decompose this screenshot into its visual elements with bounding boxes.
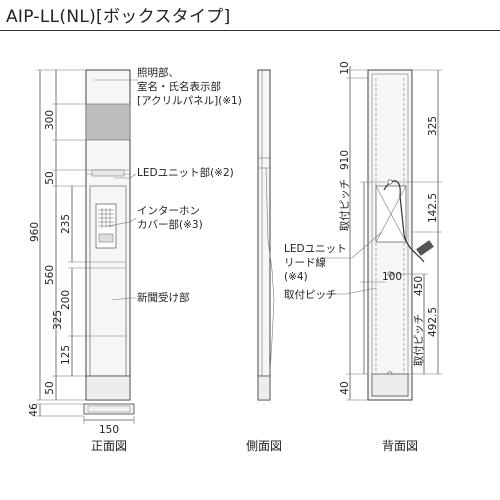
title-underline (0, 30, 500, 31)
side-pole-body (257, 69, 271, 401)
dim-235: 235 (60, 214, 72, 234)
callout-led-wire-3: (※4) (284, 271, 308, 283)
dim-492-5: 492.5 (427, 307, 439, 337)
callout-intercom-1: インターホン (137, 205, 200, 217)
caption-back: 背面図 (382, 439, 418, 453)
dim-100: 100 (382, 271, 402, 283)
front-led-unit (91, 169, 125, 177)
dim-325-back: 325 (427, 116, 439, 136)
caption-side: 側面図 (246, 439, 282, 453)
callout-led-wire-1: LEDユニット (284, 243, 347, 255)
callout-led-wire-2: リード線 (284, 256, 326, 269)
callout-led-unit: LEDユニット部(※2) (137, 166, 234, 179)
dim-142-5: 142.5 (427, 193, 439, 223)
front-view: 960 300 50 235 560 200 325 125 50 46 150… (28, 66, 242, 453)
vertical-label-pitch-1: 取付ピッチ (338, 179, 351, 232)
dim-450: 450 (413, 276, 425, 296)
dim-50-bottom: 50 (44, 381, 56, 394)
dim-200: 200 (60, 290, 72, 310)
front-base (85, 375, 131, 401)
dim-150: 150 (99, 424, 119, 436)
front-plan-view (83, 403, 135, 415)
callout-intercom-2: カバー部(※3) (137, 218, 203, 231)
front-acrylic-panel (85, 103, 131, 141)
page-title: AIP-LL(NL)[ボックスタイプ] (6, 7, 231, 27)
callout-name-plate-3: [アクリルパネル](※1) (137, 95, 242, 107)
dim-40: 40 (339, 381, 351, 394)
dim-50-top: 50 (44, 171, 56, 184)
callout-newspaper: 新聞受け部 (137, 291, 190, 304)
dim-910: 910 (339, 150, 351, 170)
caption-front: 正面図 (91, 439, 127, 453)
callout-name-plate-1: 照明部、 (137, 66, 179, 79)
callout-pitch: 取付ピッチ (284, 288, 337, 301)
dim-46: 46 (28, 403, 40, 417)
dim-10: 10 (339, 61, 351, 74)
callout-name-plate-2: 室名・氏名表示部 (137, 80, 221, 93)
vertical-label-pitch-2: 取付ピッチ (412, 314, 425, 367)
dim-125: 125 (60, 345, 72, 365)
dim-560: 560 (44, 265, 56, 285)
dim-960: 960 (29, 222, 41, 242)
keypad-grid (98, 208, 114, 243)
dim-300: 300 (44, 110, 56, 130)
side-view: 側面図 (246, 69, 282, 453)
dim-325: 325 (52, 310, 64, 330)
back-view: 10 910 40 取付ピッチ 325 142.5 100 450 492.5 … (284, 61, 442, 453)
